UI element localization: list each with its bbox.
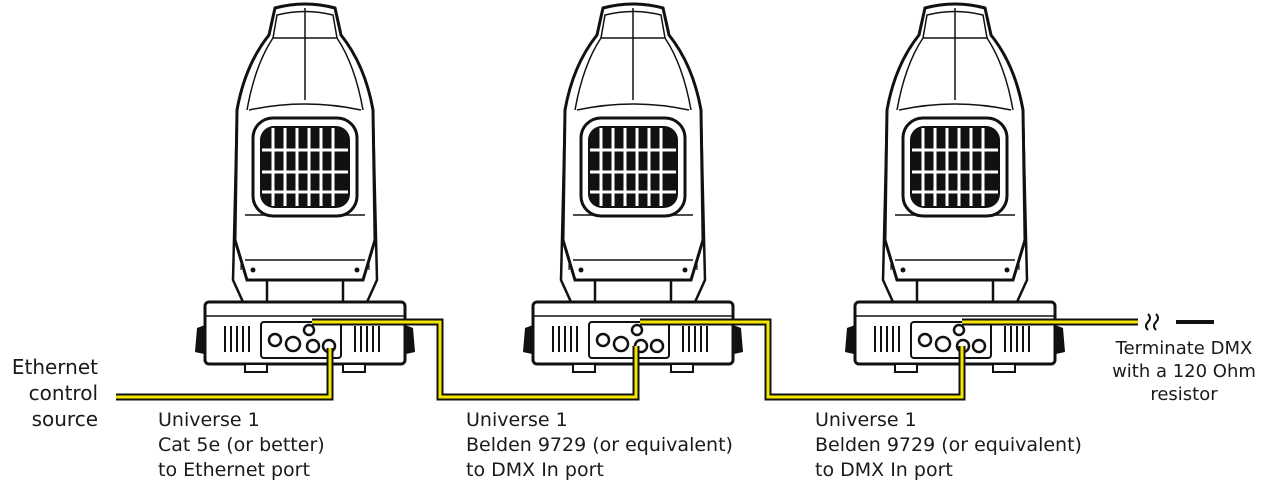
terminator-note: Terminate DMX with a 120 Ohm resistor bbox=[1112, 338, 1256, 405]
connection-caption-2: Universe 1 Belden 9729 (or equivalent) t… bbox=[466, 409, 733, 481]
cable-break-icon bbox=[1145, 313, 1159, 331]
dmx-cable-1 bbox=[312, 318, 640, 401]
ethernet-cable bbox=[116, 348, 334, 401]
ethernet-source-label: Ethernet control source bbox=[11, 355, 98, 431]
connection-caption-3: Universe 1 Belden 9729 (or equivalent) t… bbox=[815, 409, 1082, 481]
fixture-3 bbox=[843, 2, 1067, 374]
fixture-1 bbox=[193, 2, 417, 374]
connection-caption-1: Universe 1 Cat 5e (or better) to Etherne… bbox=[158, 409, 325, 481]
fixture-2 bbox=[521, 2, 745, 374]
dmx-cable-2 bbox=[640, 318, 966, 401]
